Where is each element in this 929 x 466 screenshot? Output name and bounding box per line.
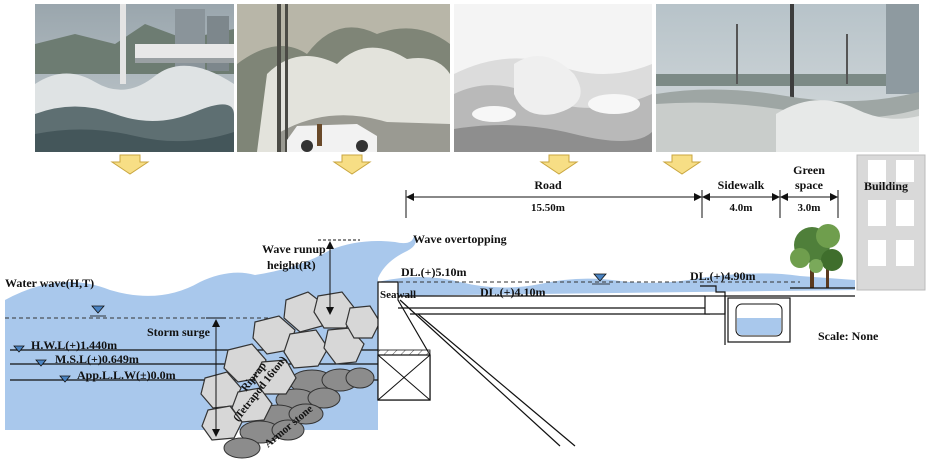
down-arrow-2 (332, 154, 372, 175)
wave-runup-label: Wave runup (262, 242, 326, 256)
down-arrow-3 (539, 154, 579, 175)
green-label: Green (793, 163, 825, 177)
dl-510-label: DL.(+)5.10m (401, 265, 467, 279)
photo-white-foam (454, 4, 652, 152)
building (856, 154, 926, 291)
hwl-label: H.W.L(+)1.440m (31, 338, 117, 352)
dl-490-label: DL.(+)4.90m (690, 269, 756, 283)
photo-bridge-waves (35, 4, 234, 152)
green-label: space (795, 178, 824, 192)
water-level-icon (35, 359, 47, 367)
water-wave-label: Water wave(H,T) (5, 276, 94, 290)
road-structure (398, 285, 855, 447)
water-level-icon (593, 273, 607, 282)
storm-surge-label: Storm surge (147, 325, 211, 339)
storm-surge-marker (206, 317, 226, 437)
seawall (377, 281, 431, 401)
overtopping-water (378, 273, 855, 296)
sidewalk-value: 4.0m (730, 202, 753, 214)
wave-runup-label: height(R) (267, 258, 316, 272)
road-label: Road (534, 178, 562, 192)
water-level-icon (91, 305, 105, 314)
dl-410-label: DL.(+)4.10m (480, 285, 546, 299)
road-value: 15.50m (531, 202, 565, 214)
water-level-icon (13, 345, 25, 353)
dimension-lines (405, 190, 839, 218)
sidewalk-label: Sidewalk (718, 178, 765, 192)
msl-label: M.S.L(+)0.649m (55, 352, 139, 366)
wave-overtopping-label: Wave overtopping (413, 232, 507, 246)
water-level-icon (59, 375, 71, 383)
tree-icon (790, 224, 855, 289)
scale-label: Scale: None (818, 329, 879, 343)
seawall-label: Seawall (380, 289, 416, 301)
building-label: Building (864, 179, 908, 193)
llw-label: App.L.L.W(±)0.0m (77, 368, 176, 382)
down-arrow-1 (110, 154, 150, 175)
runup-marker (318, 239, 360, 315)
green-value: 3.0m (798, 202, 821, 214)
photo-wave-splash-car (237, 4, 450, 152)
photo-flooded-street (656, 4, 919, 152)
drainage-culvert (727, 297, 791, 343)
tetrapods (200, 291, 381, 441)
down-arrow-4 (662, 154, 702, 175)
armor-stones (223, 367, 375, 459)
